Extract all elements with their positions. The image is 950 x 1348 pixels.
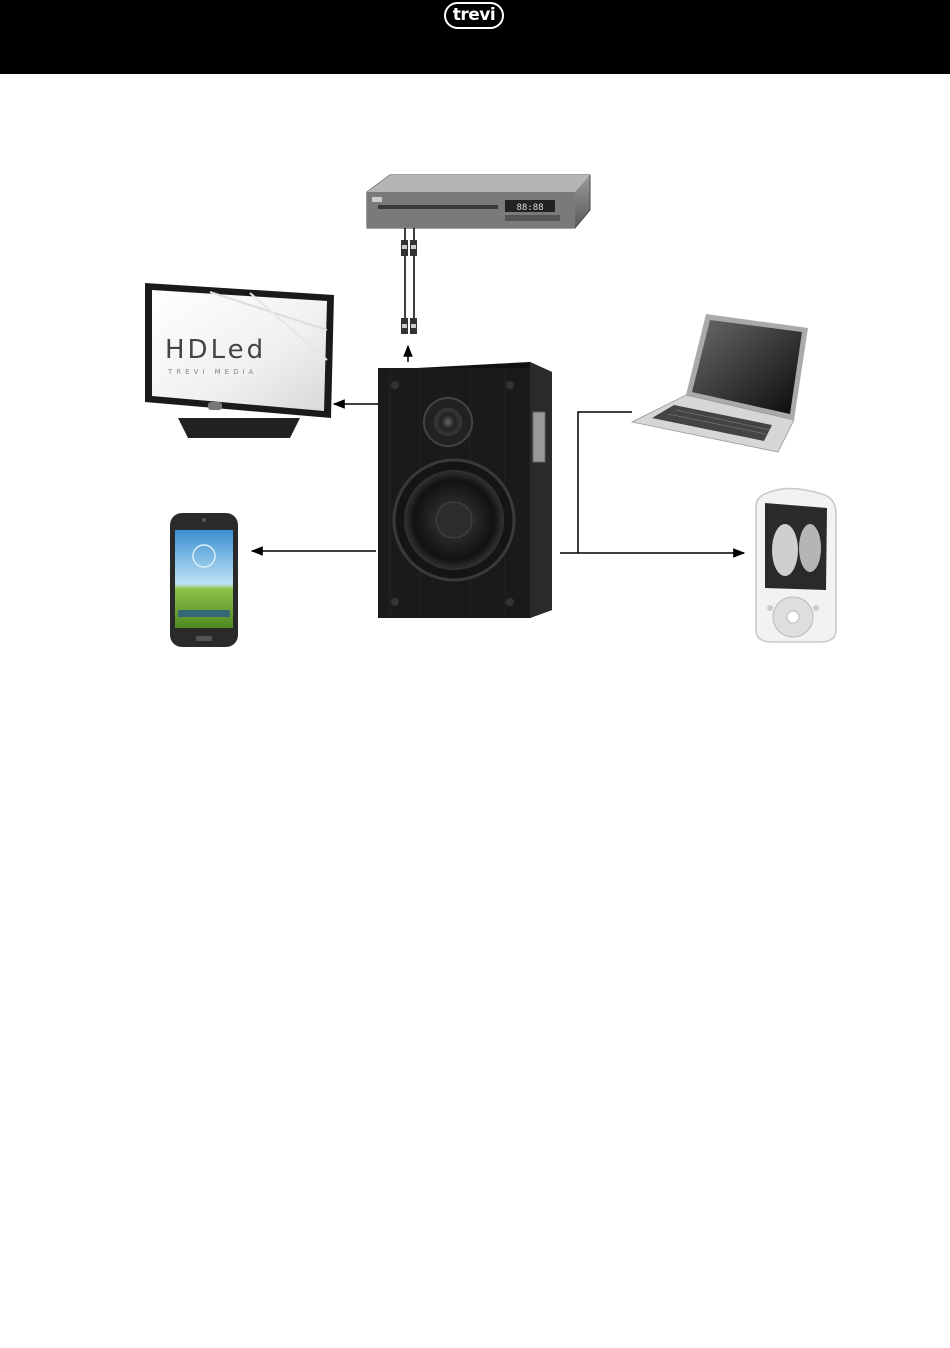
tv-subtext: TREVI MEDIA: [167, 368, 257, 376]
dvd-display-text: 88:88: [516, 203, 543, 213]
dvd-player: 88:88: [367, 175, 590, 228]
rca-cable: [401, 228, 417, 362]
speaker: [378, 362, 552, 618]
laptop: [632, 314, 808, 452]
smartphone: [170, 513, 238, 647]
media-player: [756, 488, 836, 642]
tv: HDLed TREVI MEDIA: [145, 283, 334, 438]
tv-brand-text: HDLed: [165, 335, 266, 365]
